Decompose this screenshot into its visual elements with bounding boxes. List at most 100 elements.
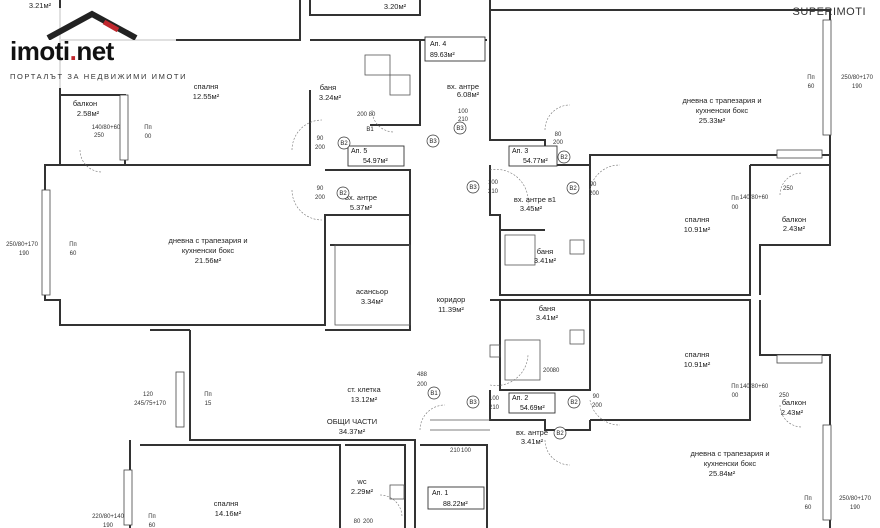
svg-text:Пп: Пп <box>731 196 739 202</box>
svg-text:В2: В2 <box>556 431 564 437</box>
svg-text:190: 190 <box>103 523 114 528</box>
svg-text:00: 00 <box>732 393 739 399</box>
svg-text:В3: В3 <box>429 139 437 145</box>
room-entry-ap2-area: 3.41м² <box>521 437 544 446</box>
svg-text:190: 190 <box>19 251 30 257</box>
room-corridor-label: коридор <box>437 295 466 304</box>
svg-text:190: 190 <box>852 84 863 90</box>
room-living-w-label: дневна с трапезария и <box>168 236 247 245</box>
room-entry-ap4-label: вх. антре <box>447 82 479 91</box>
room-bath-ap3-label: баня <box>537 247 554 256</box>
svg-text:250: 250 <box>783 186 794 192</box>
room-living-w-label2: кухненски бокс <box>182 246 234 255</box>
svg-text:200: 200 <box>363 519 374 525</box>
room-bath-ap2-label: баня <box>539 304 556 313</box>
room-balcony-e2-area: 2.43м² <box>781 408 804 417</box>
svg-text:Пп: Пп <box>807 75 815 81</box>
svg-text:В3: В3 <box>456 126 464 132</box>
svg-text:В3: В3 <box>469 185 477 191</box>
svg-text:210: 210 <box>450 448 461 454</box>
svg-text:Пп: Пп <box>804 496 812 502</box>
svg-text:210: 210 <box>489 405 500 411</box>
room-bath-n-area: 3.24м² <box>319 93 342 102</box>
svg-text:В2: В2 <box>340 141 348 147</box>
svg-text:В2: В2 <box>569 186 577 192</box>
room-living-se-label2: кухненски бокс <box>704 459 756 468</box>
svg-text:Пп: Пп <box>731 384 739 390</box>
svg-text:100: 100 <box>488 180 499 186</box>
room-elevator-label: асансьор <box>356 287 388 296</box>
site-logo[interactable]: imoti.net ПОРТАЛЪТ ЗА НЕДВИЖИМИ ИМОТИ <box>6 8 186 88</box>
svg-text:60: 60 <box>70 251 77 257</box>
room-entry-ap2-label: вх. антре <box>516 428 548 437</box>
apartment-box-ap1: Ап. 1 88.22м² <box>427 486 485 510</box>
svg-text:250/80+170: 250/80+170 <box>841 75 874 81</box>
room-bedroom-e1-label: спалня <box>685 215 710 224</box>
room-entry-ap3-label: вх. антре в1 <box>514 195 556 204</box>
room-corridor-area: 11.39м² <box>438 305 464 314</box>
svg-text:100: 100 <box>489 396 500 402</box>
room-entry-ap4-area: 6.08м² <box>457 90 480 99</box>
room-bedroom-sw-area: 14.16м² <box>215 509 242 518</box>
svg-text:90: 90 <box>590 182 597 188</box>
svg-text:В1: В1 <box>366 127 374 133</box>
room-stairwell-label: ст. клетка <box>347 385 381 394</box>
svg-text:89.63м²: 89.63м² <box>430 52 455 59</box>
svg-text:90: 90 <box>593 394 600 400</box>
svg-text:Пп: Пп <box>144 125 152 131</box>
svg-text:250: 250 <box>779 393 790 399</box>
svg-text:54.97м²: 54.97м² <box>363 158 388 165</box>
apartment-box-ap4: Ап. 4 89.63м² <box>424 36 486 62</box>
svg-text:100: 100 <box>461 448 472 454</box>
room-bedroom-nw-area: 12.55м² <box>193 92 220 101</box>
svg-text:200: 200 <box>553 140 564 146</box>
svg-text:200: 200 <box>315 195 326 201</box>
svg-text:140/80+60: 140/80+60 <box>92 125 121 131</box>
svg-text:Пп: Пп <box>204 392 212 398</box>
svg-text:Ап. 5: Ап. 5 <box>351 148 367 155</box>
svg-text:60: 60 <box>149 523 156 528</box>
svg-text:250/80+170: 250/80+170 <box>839 496 872 502</box>
room-entry-ap5-area: 5.37м² <box>350 203 373 212</box>
svg-text:200: 200 <box>357 112 368 118</box>
room-bedroom-e2-area: 10.91м² <box>684 360 711 369</box>
room-living-se-label: дневна с трапезария и <box>690 449 769 458</box>
svg-text:120: 120 <box>143 392 154 398</box>
room-common-area: 34.37м² <box>339 427 366 436</box>
svg-text:90: 90 <box>317 186 324 192</box>
window-dimensions: 250/80+170 190 Пп 60 250/80+170 190 Пп 6… <box>6 75 874 528</box>
svg-text:60: 60 <box>805 505 812 511</box>
room-living-ne-label2: кухненски бокс <box>696 106 748 115</box>
svg-text:220/80+140: 220/80+140 <box>92 514 125 520</box>
svg-text:140/80+60: 140/80+60 <box>740 195 769 201</box>
svg-text:В2: В2 <box>339 191 347 197</box>
svg-text:80: 80 <box>354 519 361 525</box>
room-balcony-nw-area: 2.58м² <box>77 109 100 118</box>
svg-text:210: 210 <box>488 189 499 195</box>
svg-text:В2: В2 <box>560 155 568 161</box>
svg-text:Ап. 2: Ап. 2 <box>512 395 528 402</box>
svg-text:60: 60 <box>808 84 815 90</box>
room-balcony-nw-label: балкон <box>73 99 97 108</box>
watermark-text: SUPERIMOTI <box>792 6 866 18</box>
svg-text:100: 100 <box>458 109 469 115</box>
room-bedroom-nw-label: спалня <box>194 82 219 91</box>
room-bath-ap2-area: 3.41м² <box>536 313 559 322</box>
svg-text:140/80+60: 140/80+60 <box>740 384 769 390</box>
apartment-box-ap3: Ап. 3 54.77м² <box>508 145 558 167</box>
svg-text:54.77м²: 54.77м² <box>523 158 548 165</box>
svg-text:210: 210 <box>458 117 469 123</box>
svg-text:80: 80 <box>553 368 560 374</box>
fixtures <box>364 54 585 500</box>
svg-text:200: 200 <box>315 145 326 151</box>
apartment-box-ap2: Ап. 2 54.69м² <box>508 392 556 414</box>
svg-text:488: 488 <box>417 372 428 378</box>
windows <box>41 19 832 526</box>
room-stairwell-area: 13.12м² <box>351 395 378 404</box>
door-dimensions: 90 200 90 200 90 200 90 200 100 210 100 … <box>315 109 603 525</box>
elevator-shaft <box>334 244 411 326</box>
room-bedroom-sw-label: спалня <box>214 499 239 508</box>
door-tags: В2 В3 В3 В2 В3 В2 В2 В3 В2 В2 В1 В1 <box>336 121 581 440</box>
house-roof-icon <box>46 10 138 40</box>
